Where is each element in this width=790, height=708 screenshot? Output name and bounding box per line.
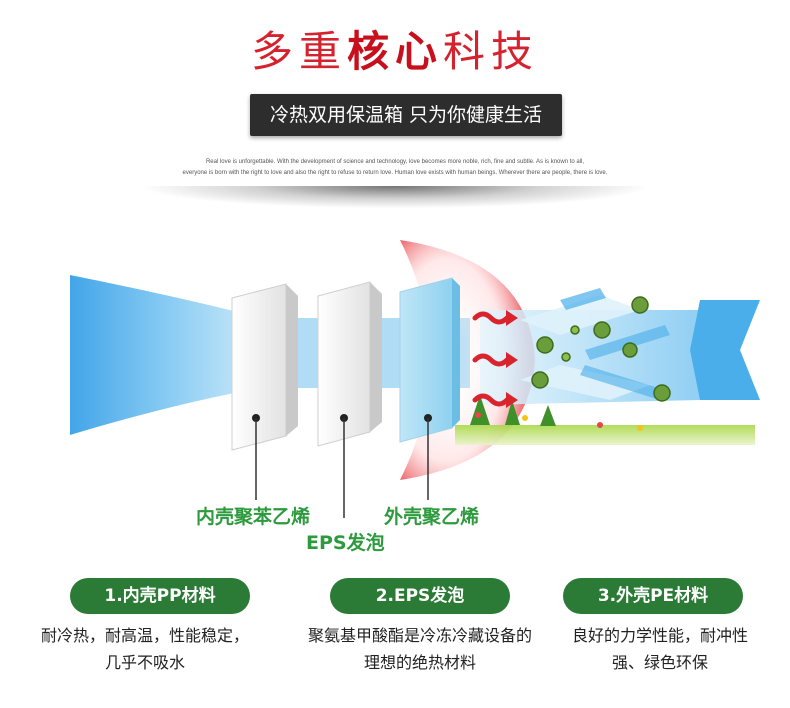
feature-desc-2-line1: 聚氨基甲酸酯是冷冻冷藏设备的 (307, 626, 532, 645)
insulation-layers-illustration (70, 240, 760, 518)
feature-desc-2-line2: 理想的绝热材料 (363, 653, 476, 672)
bacteria-group (531, 296, 671, 402)
subtitle-banner: 冷热双用保温箱 只为你健康生活 (250, 94, 562, 136)
grass-strip (455, 425, 755, 445)
title-part2-highlight: 核心 (346, 27, 443, 76)
page-title: 多重核心科技 (0, 18, 790, 79)
english-line-1: Real love is unforgettable. With the dev… (205, 159, 585, 165)
label-eps-foam: EPS发泡 (306, 532, 385, 554)
outer-shell-panel (399, 277, 460, 443)
leader-lines (255, 418, 429, 518)
title-part1: 多重 (250, 27, 347, 76)
feature-desc-1-line2: 几乎不吸水 (104, 653, 185, 672)
feature-desc-1-line1: 耐冷热，耐高温，性能稳定， (40, 626, 249, 645)
label-outer-shell: 外壳聚乙烯 (384, 506, 480, 528)
eps-foam-panel (317, 281, 382, 447)
left-airflow (70, 275, 250, 435)
title-part3: 科技 (443, 27, 540, 76)
feature-desc-3-line1: 良好的力学性能，耐冲性 (571, 626, 748, 645)
english-line-2: everyone is born with the right to love … (182, 170, 608, 176)
feature-desc-2: 聚氨基甲酸酯是冷冻冷藏设备的 理想的绝热材料 (290, 622, 550, 676)
heat-arrows (472, 311, 510, 407)
airflow-streak (560, 288, 606, 310)
inner-shell-panel (231, 283, 298, 451)
english-paragraph: Real love is unforgettable. With the dev… (90, 157, 700, 179)
feature-desc-1: 耐冷热，耐高温，性能稳定， 几乎不吸水 (20, 622, 270, 676)
label-inner-shell: 内壳聚苯乙烯 (196, 506, 311, 528)
feature-pill-2: 2.EPS发泡 (330, 578, 510, 614)
cold-air-arrow (690, 300, 760, 400)
feature-pill-1: 1.内壳PP材料 (70, 578, 250, 614)
divider-shadow (145, 186, 645, 208)
feature-desc-3: 良好的力学性能，耐冲性 强、绿色环保 (560, 622, 760, 676)
feature-pill-3: 3.外壳PE材料 (563, 578, 743, 614)
feature-desc-3-line2: 强、绿色环保 (611, 653, 708, 672)
